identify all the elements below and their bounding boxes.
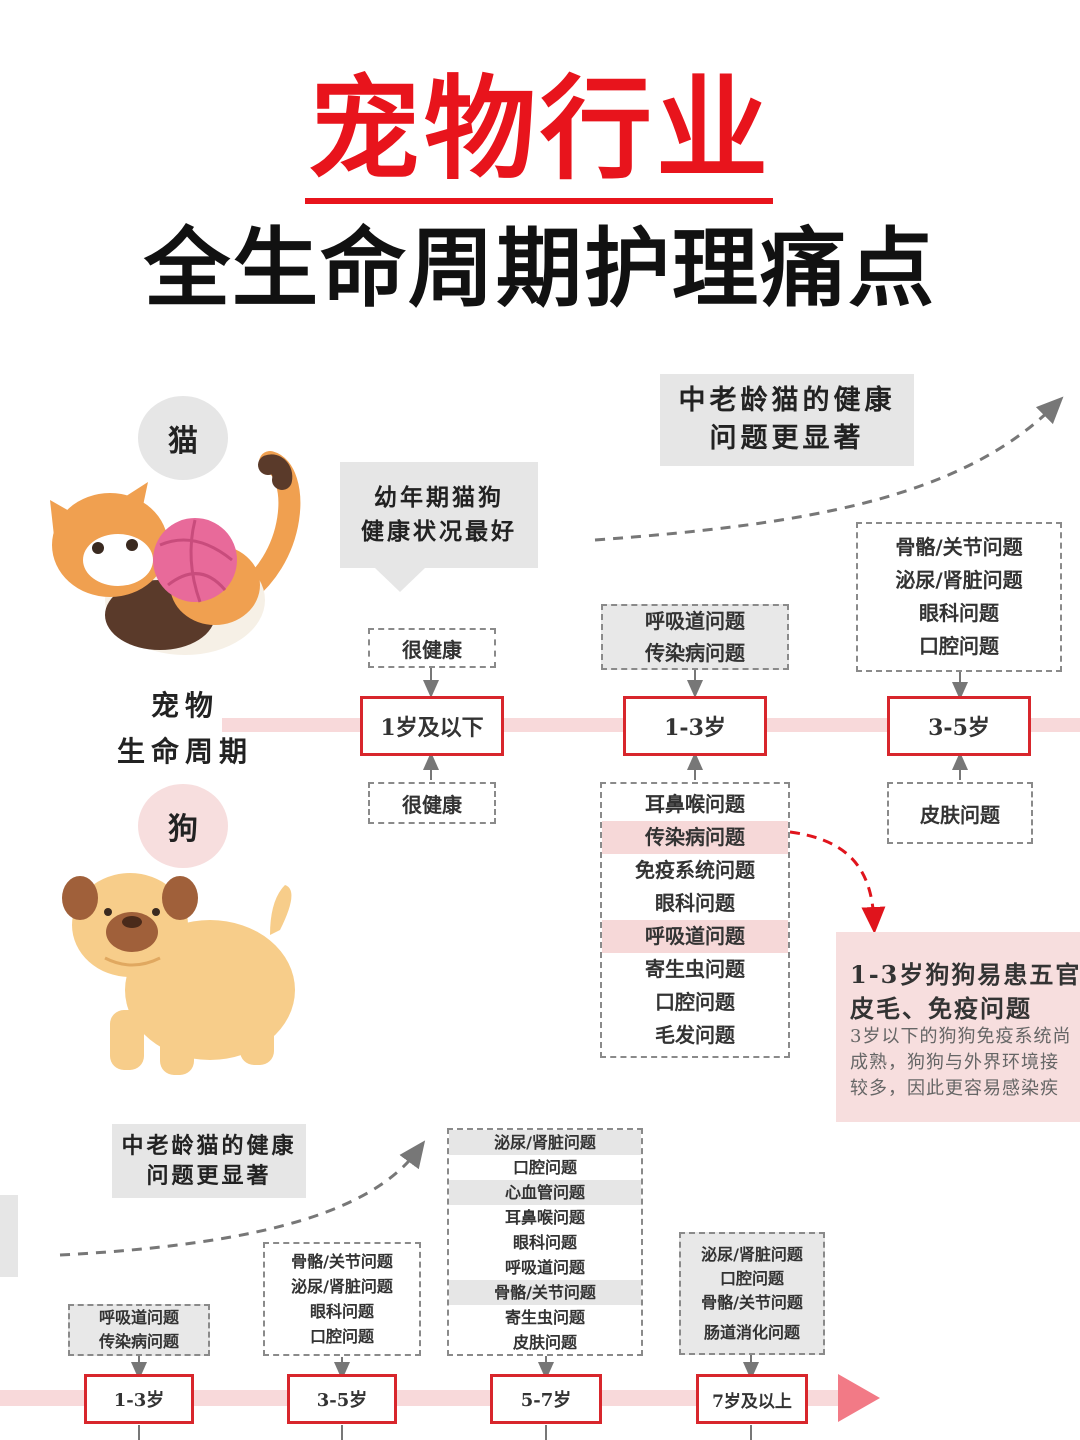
cat-issues-stage3: 骨骼/关节问题 泌尿/肾脏问题 眼科问题 口腔问题 [856, 522, 1062, 672]
callout-title-line2: 皮毛、免疫问题 [850, 994, 1032, 1023]
cat-issues-stage1: 很健康 [368, 628, 496, 668]
lower-issues-stage1: 呼吸道问题 传染病问题 [68, 1304, 210, 1356]
trend-note-lower: 中老龄猫的健康 问题更显著 [112, 1124, 306, 1198]
lower-age-box-stage4: 7岁及以上 [696, 1374, 808, 1424]
callout-title-line1: 1-3岁狗狗易患五官、 [850, 960, 1080, 989]
lower-age-box-stage2: 3-5岁 [287, 1374, 397, 1424]
age-box-stage2: 1-3岁 [623, 696, 767, 756]
age-box-stage3: 3-5岁 [887, 696, 1031, 756]
title-underline [305, 198, 773, 204]
lifecycle-label-line1: 宠物 [150, 689, 219, 722]
trend-arrow-lower [59, 1140, 426, 1257]
trend-note-upper: 中老龄猫的健康 问题更显著 [660, 374, 914, 466]
cat-label: 猫 [138, 396, 228, 480]
dog-issues-stage1: 很健康 [368, 782, 496, 824]
lower-issues-stage2: 骨骼/关节问题 泌尿/肾脏问题 眼科问题 口腔问题 [263, 1242, 421, 1356]
cat-issues-stage2: 呼吸道问题 传染病问题 [601, 604, 789, 670]
callout-arrow [789, 830, 886, 934]
age-box-stage1: 1岁及以下 [360, 696, 504, 756]
dog-callout-card: 1-3岁狗狗易患五官、 皮毛、免疫问题 3岁以下的狗狗免疫系统尚 成熟，狗狗与外… [836, 932, 1080, 1122]
young-note: 幼年期猫狗 健康状况最好 [340, 462, 538, 568]
dog-label: 狗 [138, 784, 228, 868]
callout-body-line1: 3岁以下的狗狗免疫系统尚 [850, 1026, 1072, 1047]
callout-body-line2: 成熟，狗狗与外界环境接 [850, 1052, 1059, 1073]
lower-age-box-stage3: 5-7岁 [490, 1374, 602, 1424]
lifecycle-label-line2: 生命周期 [116, 735, 253, 768]
dog-issues-stage3: 皮肤问题 [887, 782, 1033, 844]
trend-arrow-upper [594, 396, 1064, 542]
callout-body-line3: 较多，因此更容易感染疾 [850, 1078, 1059, 1099]
lower-issues-stage4: 泌尿/肾脏问题 口腔问题 骨骼/关节问题 肠道消化问题 [679, 1232, 825, 1355]
dog-issues-stage2: 耳鼻喉问题 传染病问题 免疫系统问题 眼科问题 呼吸道问题 寄生虫问题 口腔问题… [600, 782, 790, 1058]
cat-illustration [50, 451, 301, 655]
dog-illustration [62, 873, 295, 1075]
timeline-band-lower [0, 1390, 840, 1406]
timeline-arrowhead [838, 1374, 880, 1422]
page-subtitle: 全生命周期护理痛点 [144, 219, 936, 319]
page-title: 宠物行业 [308, 65, 772, 195]
lower-age-box-stage1: 1-3岁 [84, 1374, 194, 1424]
lower-issues-stage3: 泌尿/肾脏问题 口腔问题 心血管问题 耳鼻喉问题 眼科问题 呼吸道问题 骨骼/关… [447, 1128, 643, 1356]
